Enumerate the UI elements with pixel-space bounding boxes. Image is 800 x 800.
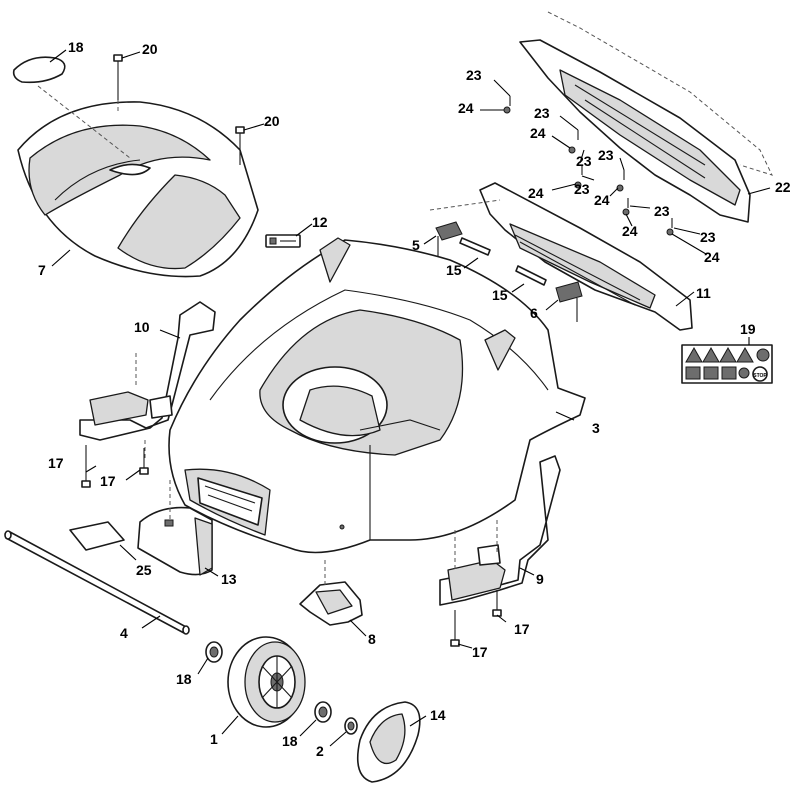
part-17-screw-left-a [81,445,91,488]
part-8-deck-bracket [299,560,363,626]
part-23-24-screw-set-3 [574,165,583,189]
part-10-left-bracket [79,301,216,460]
callout-18-left: 18 [176,671,192,687]
part-22-rear-flap [519,11,773,223]
callout-8: 8 [368,631,376,647]
callout-24-e: 24 [622,223,638,239]
callout-24-a: 24 [458,100,474,116]
part-20-screw-upper [113,54,123,100]
callout-24-d: 24 [594,192,610,208]
part-23-24-screw-set-4 [616,170,625,192]
part-17-screw-right-b [450,610,460,647]
callout-9: 9 [536,571,544,587]
callout-1: 1 [210,731,218,747]
callout-13: 13 [221,571,237,587]
callout-labels: 18 20 20 7 12 10 3 5 15 15 6 11 22 19 17… [38,39,791,759]
callout-23-c: 23 [576,153,592,169]
leader-lines [49,49,771,747]
part-6-spring [555,281,583,322]
part-18-bearing-left [205,641,223,663]
callout-23-d: 23 [598,147,614,163]
part-12-small-label [265,234,301,248]
callout-6: 6 [530,305,538,321]
callout-2: 2 [316,743,324,759]
callout-23-b: 23 [534,105,550,121]
part-9-right-bracket [439,455,561,606]
callout-25: 25 [136,562,152,578]
callout-14: 14 [430,707,446,723]
callout-23-g: 23 [700,229,716,245]
warning-triangles [685,346,770,363]
callout-15-lower: 15 [492,287,508,303]
part-15-pin-lower [515,265,547,286]
part-17-screw-right-a [492,590,502,617]
part-18-bearing-right [314,701,332,723]
callout-10: 10 [134,319,150,335]
callout-17-right-b: 17 [472,644,488,660]
part-17-screw-left-b [139,448,149,475]
part-23-24-screw-set-2 [568,130,579,154]
part-19-warning-label: STOP [681,344,773,384]
part-13-front-cover [137,506,213,576]
callout-19: 19 [740,321,756,337]
part-25-plate [69,521,125,551]
callout-15-upper: 15 [446,262,462,278]
callout-24-c: 24 [528,185,544,201]
part-3-mower-deck [168,237,586,554]
callout-5: 5 [412,237,420,253]
callout-17-right-a: 17 [514,621,530,637]
callout-17-left-b: 17 [100,473,116,489]
part-4-axle-rod [4,530,190,635]
callout-20-lower: 20 [264,113,280,129]
callout-11: 11 [696,285,711,301]
callout-20-upper: 20 [142,41,158,57]
part-1-wheel [227,636,306,728]
callout-24-f: 24 [704,249,720,265]
callout-23-f: 23 [654,203,670,219]
callout-23-e: 23 [574,181,590,197]
callout-18-right: 18 [282,733,298,749]
callout-22: 22 [775,179,791,195]
part-7-top-cover [17,101,259,278]
part-5-spring [435,221,463,256]
callout-23-a: 23 [466,67,482,83]
callout-12: 12 [312,214,328,230]
part-23-24-screw-set-6 [666,218,674,236]
warning-label-stop-text: STOP [753,373,767,379]
part-2-nut [344,717,358,735]
part-11-rear-bracket [479,182,693,331]
part-14-hub-cap [356,701,421,783]
callout-24-b: 24 [530,125,546,141]
callout-7: 7 [38,262,46,278]
callout-17-left-a: 17 [48,455,64,471]
part-21-cover-badge [12,56,66,84]
callout-4: 4 [120,625,128,641]
part-15-pin-upper [459,237,491,256]
callout-3: 3 [592,420,600,436]
callout-21: 18 [68,39,84,55]
part-23-24-screw-set-1 [503,96,511,114]
part-23-24-screw-set-5 [622,198,630,216]
